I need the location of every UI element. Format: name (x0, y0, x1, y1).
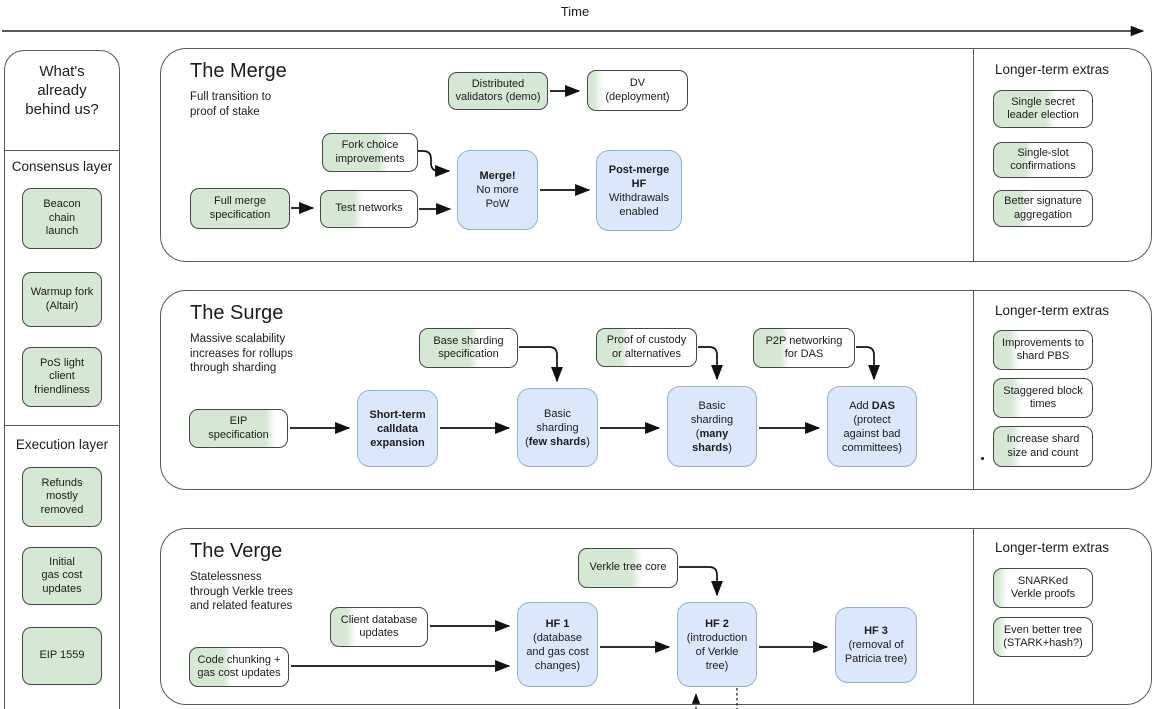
merge-section-subtitle: Full transition to proof of stake (190, 91, 272, 118)
node-eip-specification: EIP specification (189, 409, 288, 448)
behind-item-eip-1559: EIP 1559 (22, 627, 102, 685)
extra-increase-shard-size: Increase shard size and count (993, 426, 1093, 467)
node-base-sharding-specification: Base sharding specification (419, 328, 518, 368)
surge-section-subtitle: Massive scalability increases for rollup… (190, 333, 293, 374)
extra-improvements-shard-pbs: Improvements to shard PBS (993, 330, 1093, 370)
extra-even-better-tree: Even better tree (STARK+hash?) (993, 617, 1093, 657)
behind-panel-divider-2 (5, 425, 119, 426)
extra-better-signature-aggregation: Better signature aggregation (993, 190, 1093, 227)
behind-item-beacon-chain-launch: Beacon chain launch (22, 188, 102, 249)
extra-single-secret-leader-election: Single secret leader election (993, 90, 1093, 128)
node-proof-of-custody: Proof of custody or alternatives (596, 328, 697, 367)
surge-extras-title: Longer-term extras (995, 303, 1110, 318)
execution-layer-label: Execution layer (15, 437, 109, 452)
stray-dot (981, 457, 984, 460)
surge-extras-divider (973, 291, 974, 489)
surge-section-panel (160, 290, 1152, 490)
consensus-layer-label: Consensus layer (11, 159, 113, 174)
merge-extras-title: Longer-term extras (995, 62, 1110, 77)
time-axis-label: Time (560, 4, 590, 19)
verge-section-subtitle: Statelessness through Verkle trees and r… (190, 571, 293, 612)
extra-staggered-block-times: Staggered block times (993, 378, 1093, 418)
behind-item-refunds-removed: Refunds mostly removed (22, 467, 102, 527)
behind-item-gas-cost-updates: Initial gas cost updates (22, 547, 102, 605)
verge-section-title: The Verge (190, 540, 283, 562)
node-code-chunking: Code chunking + gas cost updates (189, 647, 289, 687)
merge-extras-divider (973, 49, 974, 261)
extra-snarked-verkle-proofs: SNARKed Verkle proofs (993, 568, 1093, 608)
verge-extras-title: Longer-term extras (995, 540, 1110, 555)
node-client-database-updates: Client database updates (330, 607, 428, 647)
surge-section-title: The Surge (190, 302, 284, 324)
node-fork-choice-improvements: Fork choice improvements (322, 133, 418, 172)
behind-item-pos-light-client: PoS light client friendliness (22, 347, 102, 407)
node-verkle-tree-core: Verkle tree core (578, 548, 678, 588)
already-behind-title: What's already behind us? (25, 63, 99, 118)
behind-panel-divider-1 (5, 150, 119, 151)
node-full-merge-specification: Full merge specification (190, 188, 290, 229)
node-dv-deployment: DV (deployment) (587, 70, 688, 111)
node-test-networks: Test networks (320, 190, 418, 228)
node-distributed-validators: Distributed validators (demo) (448, 72, 548, 110)
node-p2p-networking-das: P2P networking for DAS (753, 328, 855, 368)
extra-single-slot-confirmations: Single-slot confirmations (993, 142, 1093, 178)
behind-item-warmup-fork: Warmup fork (Altair) (22, 272, 102, 327)
verge-extras-divider (973, 529, 974, 704)
merge-section-title: The Merge (190, 60, 287, 82)
